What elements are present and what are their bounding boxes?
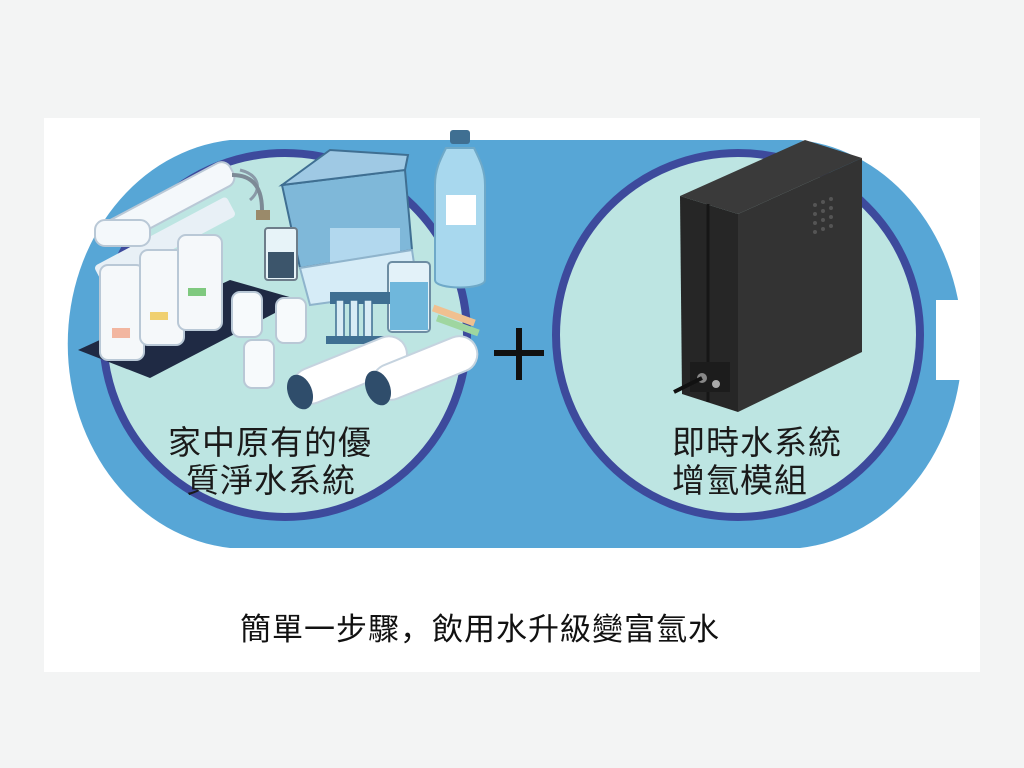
right-label-line1: 即時水系統: [672, 423, 842, 462]
membrane-housing-icon: [94, 161, 259, 285]
caption: 簡單一步驟，飲用水升級變富氫水: [240, 612, 720, 648]
water-pitcher-icon: [278, 148, 420, 307]
left-circle-label: 家中原有的優 質淨水系統: [168, 424, 428, 500]
left-label-line1: 家中原有的優: [168, 423, 372, 462]
ph-strips-icon: [431, 304, 480, 337]
edge-notch: [936, 300, 980, 380]
caption-band: [44, 588, 980, 672]
right-label-line2: 增氫模組: [672, 461, 808, 500]
faucet-icon: [231, 173, 264, 218]
small-cartridges-icon: [231, 291, 307, 389]
purifier-illustration: [78, 130, 486, 410]
right-circle-label: 即時水系統 增氫模組: [672, 424, 892, 500]
hydrogen-module-device-icon: [673, 140, 862, 412]
water-glass-icon: [387, 261, 431, 333]
water-bottle-icon: [434, 130, 486, 289]
plus-icon: [494, 328, 544, 380]
left-label-line2: 質淨水系統: [186, 461, 356, 500]
canister-filters-icon: [99, 234, 223, 361]
test-tube-rack-icon: [326, 292, 394, 344]
sediment-filters-icon: [286, 335, 479, 410]
